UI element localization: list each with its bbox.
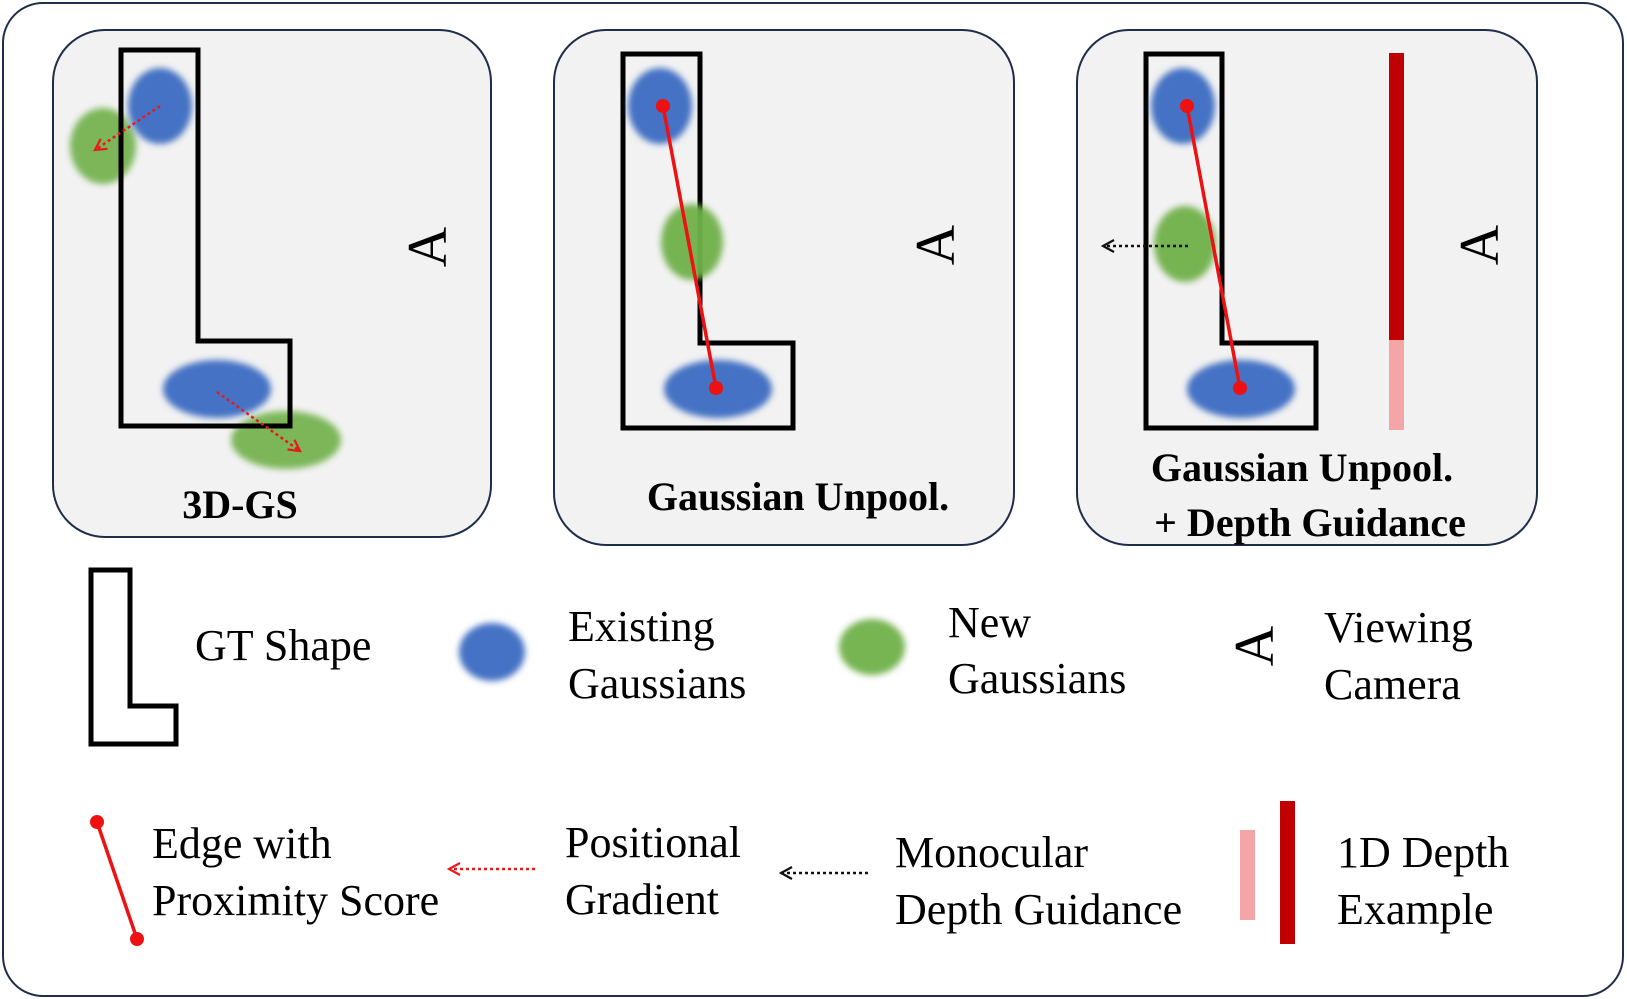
new-gaussian-icon — [839, 619, 905, 675]
legend-label-line2: Depth Guidance — [895, 885, 1182, 934]
proximity-edge — [661, 105, 718, 389]
panel-background — [1076, 29, 1538, 546]
depth-bar-near — [1389, 53, 1404, 340]
gt-shape — [620, 51, 796, 431]
legend-label-line1: Positional — [565, 818, 741, 867]
panel-unpool-depth: A Gaussian Unpool. + Depth Guidance — [1076, 29, 1538, 546]
existing-gaussian — [163, 360, 271, 418]
edge-endpoint — [1180, 99, 1194, 113]
positional-gradient-arrow — [95, 104, 161, 150]
new-gaussian — [70, 108, 136, 184]
depth-bar-light-icon — [1240, 830, 1255, 920]
edge-endpoint — [1233, 381, 1247, 395]
new-gaussian — [1154, 206, 1216, 282]
edge-endpoint — [130, 932, 144, 946]
legend-label-line2: Gradient — [565, 875, 719, 924]
panel-title: Gaussian Unpool. — [647, 474, 949, 519]
legend-positional-gradient: Positional Gradient — [449, 818, 741, 924]
edge-endpoint — [90, 815, 104, 829]
panel-background — [52, 29, 492, 538]
legend-viewing-camera: A Viewing Camera — [1224, 603, 1473, 709]
panel-background — [553, 29, 1015, 546]
panel-unpool: A Gaussian Unpool. — [553, 29, 1015, 546]
gt-shape-icon — [88, 567, 179, 747]
legend-label-line2: Gaussians — [568, 659, 746, 708]
depth-bar-far — [1389, 340, 1404, 430]
edge-endpoint — [709, 381, 723, 395]
existing-gaussian-icon — [459, 623, 525, 681]
legend-existing-gaussians: Existing Gaussians — [459, 602, 746, 708]
gt-shape — [1143, 51, 1319, 431]
legend-label-line1: Existing — [568, 602, 715, 651]
camera-icon: A — [905, 224, 967, 265]
camera-icon: A — [397, 226, 459, 267]
legend-label-line2: Gaussians — [948, 654, 1126, 703]
legend-edge: Edge with Proximity Score — [90, 815, 439, 946]
proximity-edge — [1185, 105, 1242, 389]
panel-title: 3D-GS — [182, 482, 298, 527]
edge-endpoint — [656, 99, 670, 113]
legend-gt-shape: GT Shape — [88, 567, 371, 747]
legend-label-line1: Monocular — [895, 828, 1088, 877]
legend-label-line2: Example — [1337, 885, 1493, 934]
edge-icon — [95, 821, 139, 940]
camera-icon: A — [1224, 625, 1286, 666]
legend-label-line1: New — [948, 598, 1031, 647]
legend-label-line1: Viewing — [1324, 603, 1473, 652]
positional-gradient-arrow — [216, 390, 300, 451]
gt-shape — [118, 47, 293, 429]
legend-new-gaussians: New Gaussians — [839, 598, 1126, 703]
legend-label-line2: Proximity Score — [152, 876, 439, 925]
new-gaussian — [661, 204, 723, 280]
camera-icon: A — [1449, 224, 1511, 265]
panel-title-line2: + Depth Guidance — [1154, 500, 1466, 545]
legend-label: GT Shape — [195, 621, 371, 670]
legend-depth-example: 1D Depth Example — [1240, 801, 1509, 944]
panel-3dgs: A 3D-GS — [52, 29, 492, 538]
depth-bar-dark-icon — [1280, 801, 1295, 944]
legend-label-line1: Edge with — [152, 819, 332, 868]
legend-monocular-depth: Monocular Depth Guidance — [781, 828, 1182, 934]
panel-title-line1: Gaussian Unpool. — [1151, 445, 1453, 490]
legend-label-line1: 1D Depth — [1337, 828, 1509, 877]
legend-label-line2: Camera — [1324, 660, 1461, 709]
